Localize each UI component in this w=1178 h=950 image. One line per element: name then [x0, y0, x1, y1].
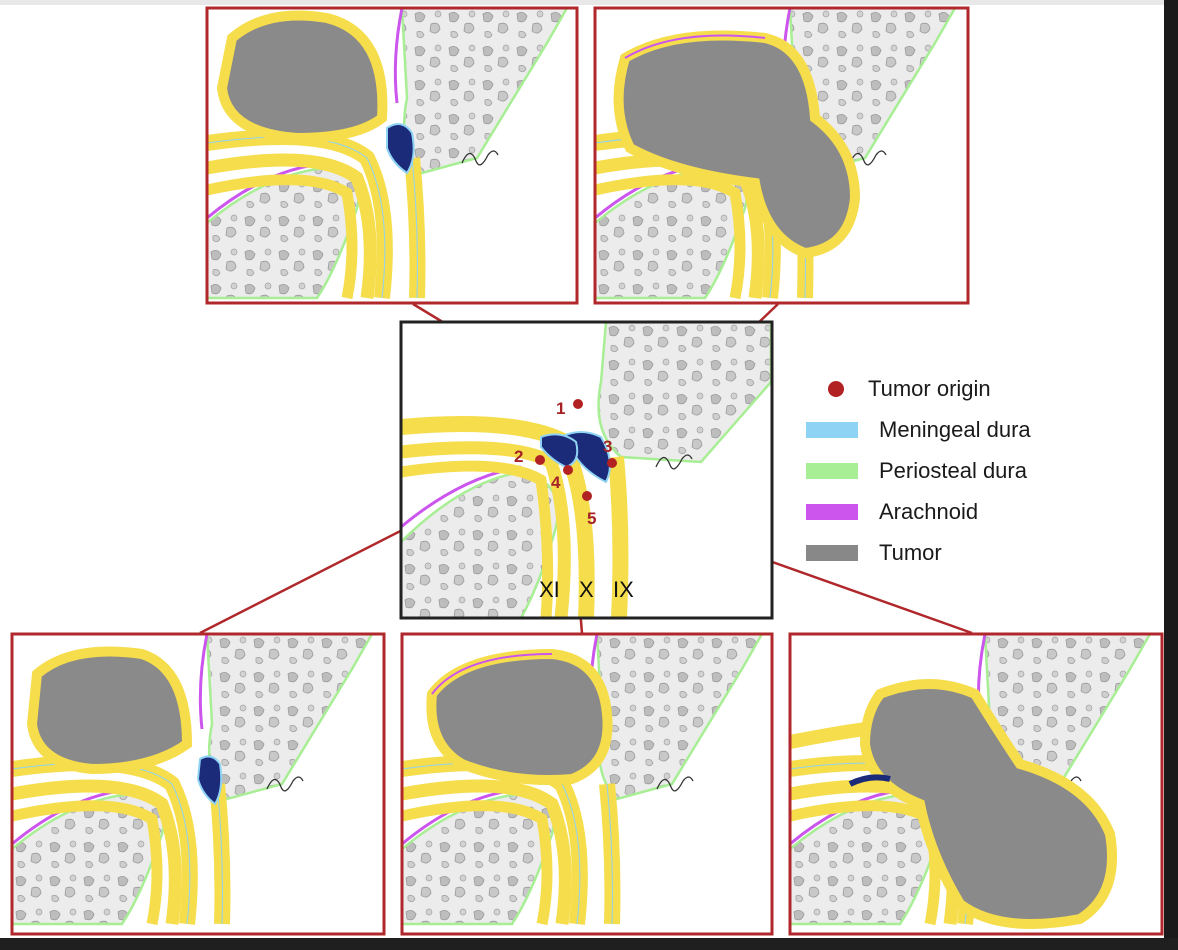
origin-label-5: 5 — [587, 509, 596, 528]
nerve-label-x: X — [579, 577, 594, 602]
origin-dot-4 — [563, 465, 573, 475]
origin-dot-3 — [607, 458, 617, 468]
diagram-canvas: 1 2 3 4 5 XI X IX — [0, 0, 1164, 936]
right-edge-bar — [1164, 0, 1178, 938]
legend-label: Arachnoid — [879, 498, 979, 524]
panel-origin-4 — [402, 634, 772, 936]
panel-origin-1 — [207, 8, 577, 303]
legend-swatch-periosteal-dura — [806, 462, 858, 479]
legend-label: Meningeal dura — [879, 416, 1031, 442]
legend-label: Tumor origin — [868, 375, 991, 401]
origin-dot-1 — [573, 399, 583, 409]
origin-dot-5 — [582, 491, 592, 501]
origin-label-1: 1 — [556, 399, 565, 418]
panel-origin-2 — [12, 634, 384, 936]
legend-label: Tumor — [879, 539, 942, 565]
nerve-label-xi: XI — [539, 577, 560, 602]
origin-label-4: 4 — [551, 473, 561, 492]
panel-origin-3 — [595, 8, 968, 303]
top-edge-bar — [0, 0, 1178, 5]
legend-item-meningeal-dura: Meningeal dura — [806, 409, 1056, 450]
origin-dot-2 — [535, 455, 545, 465]
legend-label: Periosteal dura — [879, 457, 1027, 483]
center-overview: 1 2 3 4 5 XI X IX — [399, 320, 774, 620]
bottom-edge-bar — [0, 938, 1178, 950]
origin-label-2: 2 — [514, 447, 523, 466]
legend-swatch-tumor-origin — [828, 380, 844, 397]
legend-item-tumor: Tumor — [806, 532, 1056, 573]
legend-item-arachnoid: Arachnoid — [806, 491, 1056, 532]
legend-swatch-meningeal-dura — [806, 421, 858, 438]
origin-label-3: 3 — [603, 437, 612, 456]
legend: Tumor origin Meningeal dura Periosteal d… — [806, 368, 1056, 573]
legend-item-periosteal-dura: Periosteal dura — [806, 450, 1056, 491]
legend-swatch-arachnoid — [806, 503, 858, 520]
legend-item-tumor-origin: Tumor origin — [806, 368, 1056, 409]
legend-swatch-tumor — [806, 544, 858, 561]
panel-origin-5 — [790, 634, 1162, 936]
nerve-label-ix: IX — [613, 577, 634, 602]
